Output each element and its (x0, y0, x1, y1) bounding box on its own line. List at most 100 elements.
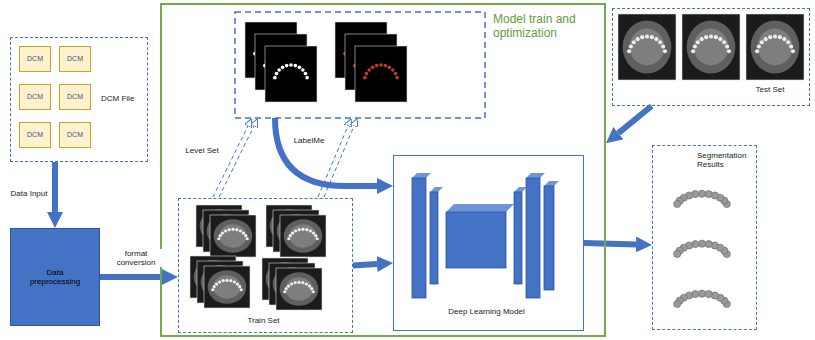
tooth-mark (395, 76, 399, 80)
tooth-mark (273, 76, 277, 80)
tooth-mark (235, 228, 238, 231)
box-heading: DCM File (101, 94, 145, 103)
tooth-mark (755, 49, 759, 53)
box-label: DCM (67, 93, 83, 101)
tooth-mark (238, 285, 241, 288)
tooth-mark (371, 66, 375, 70)
tooth-mark (764, 37, 768, 41)
tooth-mark (305, 282, 308, 285)
tooth-mark (294, 64, 298, 68)
flow-arrow (52, 162, 58, 212)
tooth-mark (760, 40, 764, 44)
tooth-mark (301, 68, 305, 72)
tooth-mark (696, 40, 700, 44)
tooth-mark (725, 44, 729, 48)
tooth-mark (244, 234, 247, 237)
edge-label: Data Input (8, 189, 50, 198)
head-inner (285, 277, 313, 301)
flow-arrow (618, 106, 651, 133)
tooth-mark (298, 66, 302, 70)
box-label: Data preprocessing (23, 268, 87, 286)
tooth-mark (705, 241, 712, 248)
tooth-mark (240, 288, 243, 291)
head-outline (623, 21, 672, 74)
tooth-mark (661, 44, 665, 48)
layer-block (430, 192, 438, 284)
annotation-label: Level Set (181, 146, 223, 155)
tooth-mark (636, 37, 640, 41)
tooth-mark (283, 290, 286, 293)
results-box: Segmentation Results (652, 145, 757, 330)
tooth-mark (277, 68, 281, 72)
head-outline (751, 21, 800, 74)
file-group-box: DCM FileDCMDCMDCMDCMDCMDCM (10, 37, 148, 162)
tooth-mark (705, 191, 712, 198)
tooth-mark (285, 64, 289, 68)
tooth-mark (367, 68, 371, 72)
tooth-mark (301, 281, 304, 284)
tooth-mark (375, 64, 379, 68)
tooth-mark (727, 49, 731, 53)
head-inner (289, 224, 317, 248)
tooth-mark (640, 35, 644, 39)
process-box: Data preprocessing (10, 228, 100, 326)
head-inner (758, 29, 793, 66)
tooth-mark (281, 66, 285, 70)
flow-arrow (353, 264, 377, 265)
tooth-mark (709, 34, 713, 38)
tooth-mark (384, 64, 388, 68)
tooth-mark (782, 37, 786, 41)
tooth-mark (674, 250, 681, 257)
tooth-mark (218, 280, 221, 283)
tooth-mark (791, 49, 795, 53)
tooth-mark (285, 287, 288, 290)
tooth-mark (714, 35, 718, 39)
tooth-mark (213, 285, 216, 288)
tooth-mark (225, 279, 228, 282)
tooth-mark (693, 44, 697, 48)
box-label: DCM (27, 93, 43, 101)
slice-ground (355, 46, 407, 102)
annotation-arrow (219, 126, 254, 197)
tooth-mark (305, 76, 309, 80)
slice-ground (682, 14, 740, 80)
tooth-mark (228, 228, 231, 231)
tooth-mark (365, 72, 369, 76)
box-label: DCM (67, 55, 83, 63)
tooth-mark (363, 76, 367, 80)
tooth-mark (718, 37, 722, 41)
tooth-mark (275, 72, 279, 76)
ct-slice (682, 14, 740, 80)
slice-ground (204, 266, 250, 308)
tooth-mark (757, 44, 761, 48)
layer-block (526, 178, 540, 298)
head-outline (208, 270, 247, 304)
layer-top (514, 187, 527, 192)
tooth-mark (391, 68, 395, 72)
tooth-mark (289, 234, 292, 237)
mask-slice (265, 46, 317, 102)
tooth-mark (242, 231, 245, 234)
layer-top (526, 173, 545, 178)
head-outline (687, 21, 736, 74)
tooth-mark (312, 231, 315, 234)
tooth-mark (663, 49, 667, 53)
mask-slice (355, 46, 407, 102)
tooth-mark (722, 40, 726, 44)
tooth-mark (297, 281, 300, 284)
head-inner (630, 29, 665, 66)
tooth-mark (698, 290, 705, 297)
tooth-mark (219, 234, 222, 237)
annotation-label: LabelMe (289, 136, 329, 145)
box-heading: Model train and optimization (493, 13, 601, 41)
tooth-mark (239, 229, 242, 232)
ct-slice (746, 14, 804, 80)
tooth-mark (705, 291, 712, 298)
tooth-mark (650, 35, 654, 39)
tooth-mark (229, 279, 232, 282)
box-label: DCM (27, 55, 43, 63)
tooth-mark (698, 190, 705, 197)
ct-slice (280, 215, 326, 257)
tooth-mark (222, 279, 225, 282)
